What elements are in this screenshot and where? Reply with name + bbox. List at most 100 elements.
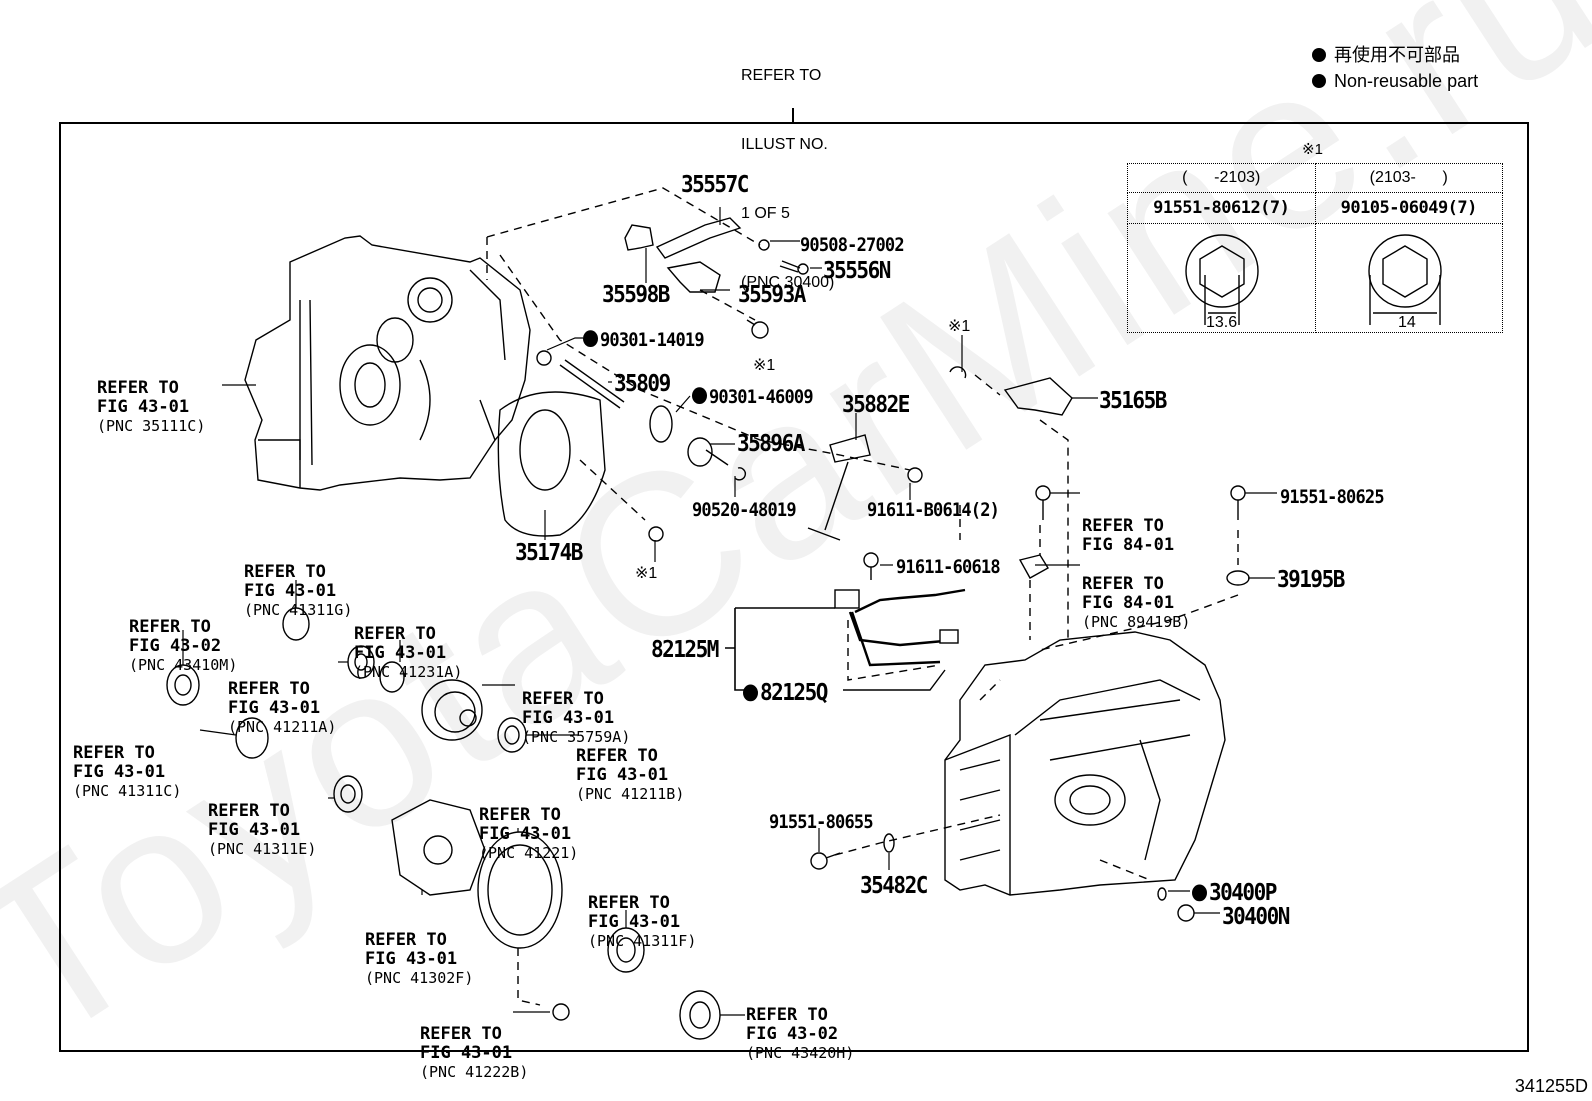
wire-harness-drawing xyxy=(834,588,966,667)
ref-line: REFER TO xyxy=(576,746,658,766)
part-label-91551-80625[interactable]: 91551-80625 xyxy=(1280,486,1385,509)
ref-line: REFER TO xyxy=(1082,516,1164,536)
part-label-30400P[interactable]: 30400P xyxy=(1192,878,1277,906)
part-label-35809[interactable]: 35809 xyxy=(614,369,671,397)
ref-line: REFER TO xyxy=(365,930,447,950)
spec-note-mark: ※1 xyxy=(1302,141,1323,158)
part-label-39195B[interactable]: 39195B xyxy=(1277,565,1345,593)
ref-line: FIG 84-01 xyxy=(1082,593,1175,613)
ref-pnc: (PNC 43410M) xyxy=(129,656,238,674)
illustration-code: 341255D xyxy=(1514,1076,1588,1096)
dimension-label: 14 xyxy=(1398,314,1416,331)
part-number: 30400P xyxy=(1209,878,1277,906)
ref-line: REFER TO xyxy=(746,1005,828,1025)
note-mark: ※1 xyxy=(635,565,658,582)
diagram-frame xyxy=(59,122,1529,1052)
ref-pnc: (PNC 35759A) xyxy=(522,728,631,746)
dimension-label: 13.6 xyxy=(1206,314,1238,331)
ref-line: REFER TO xyxy=(129,617,211,637)
non-reusable-dot-icon xyxy=(1312,74,1326,88)
assembly-guide-lines xyxy=(486,187,1239,1006)
ref-line: FIG 43-01 xyxy=(522,708,615,728)
illust-ref-line: REFER TO xyxy=(741,67,822,84)
differential-parts-drawing xyxy=(166,607,721,1040)
ref-line: FIG 43-01 xyxy=(576,765,669,785)
bolt-spec-table: ( -2103) (2103- ) 91551-80612(7) 90105-0… xyxy=(1127,163,1503,333)
ref-line: REFER TO xyxy=(97,378,179,398)
spec-range-cell: ( -2103) xyxy=(1127,163,1316,193)
note-mark: ※1 xyxy=(753,357,776,374)
ref-line: REFER TO xyxy=(208,801,290,821)
transmission-housing-drawing xyxy=(244,235,531,491)
ref-line: REFER TO xyxy=(588,893,670,913)
part-label-35174B[interactable]: 35174B xyxy=(515,538,583,566)
part-label-35557C[interactable]: 35557C xyxy=(681,170,749,198)
ref-line: FIG 43-01 xyxy=(588,912,681,932)
part-label-82125M[interactable]: 82125M xyxy=(651,635,719,663)
ref-line: REFER TO xyxy=(1082,574,1164,594)
part-label-90508-27002[interactable]: 90508-27002 xyxy=(800,234,905,257)
part-label-35165B[interactable]: 35165B xyxy=(1099,386,1167,414)
ref-line: REFER TO xyxy=(73,743,155,763)
ref-pnc: (PNC 41311F) xyxy=(588,932,697,950)
part-number: 82125Q xyxy=(760,678,828,706)
part-label-82125Q[interactable]: 82125Q xyxy=(743,678,828,706)
ref-line: FIG 43-02 xyxy=(129,636,222,656)
label-leaders xyxy=(182,207,1277,1016)
spec-diagram-cell xyxy=(1127,223,1316,333)
ref-pnc: (PNC 41221) xyxy=(479,844,579,862)
ref-pnc: (PNC 41311E) xyxy=(208,840,317,858)
ref-line: REFER TO xyxy=(420,1024,502,1044)
part-label-91611-B0614[interactable]: 91611-B0614(2) xyxy=(867,499,1000,522)
part-label-35598B[interactable]: 35598B xyxy=(602,280,670,308)
part-label-90520-48019[interactable]: 90520-48019 xyxy=(692,499,797,522)
ref-line: FIG 43-01 xyxy=(73,762,166,782)
part-label-91611-60618[interactable]: 91611-60618 xyxy=(896,556,1001,579)
part-label-35556N[interactable]: 35556N xyxy=(823,256,891,284)
ref-line: REFER TO xyxy=(354,624,436,644)
ref-pnc: (PNC 41231A) xyxy=(354,663,463,681)
ref-pnc: (PNC 41302F) xyxy=(365,969,474,987)
illust-ref-line: (PNC 30400) xyxy=(741,274,835,291)
part-label-90301-46009[interactable]: 90301-46009 xyxy=(692,385,814,410)
part-number: 90301-14019 xyxy=(600,329,705,352)
non-reusable-dot-icon xyxy=(692,387,707,405)
ref-line: REFER TO xyxy=(479,805,561,825)
part-label-30400N[interactable]: 30400N xyxy=(1222,902,1290,930)
ref-line: FIG 84-01 xyxy=(1082,535,1175,555)
part-label-35896A[interactable]: 35896A xyxy=(737,429,805,457)
legend-item-jp: 再使用不可部品 xyxy=(1312,42,1478,68)
spec-part-cell[interactable]: 90105-06049(7) xyxy=(1314,192,1503,224)
ref-line: FIG 43-02 xyxy=(746,1024,839,1044)
ref-pnc: (PNC 41211B) xyxy=(576,785,685,803)
illust-ref-line: ILLUST NO. xyxy=(741,136,828,153)
non-reusable-dot-icon xyxy=(1192,884,1207,902)
part-label-35882E[interactable]: 35882E xyxy=(842,390,910,418)
spec-part-cell[interactable]: 91551-80612(7) xyxy=(1127,192,1316,224)
part-label-91551-80655[interactable]: 91551-80655 xyxy=(769,811,874,834)
part-label-35482C[interactable]: 35482C xyxy=(860,871,928,899)
spec-range-cell: (2103- ) xyxy=(1314,163,1503,193)
ref-line: FIG 43-01 xyxy=(479,824,572,844)
transaxle-case-drawing xyxy=(944,631,1226,896)
part-label-90301-14019[interactable]: 90301-14019 xyxy=(583,328,705,353)
part-label-35593A[interactable]: 35593A xyxy=(738,280,806,308)
non-reusable-dot-icon xyxy=(1312,48,1326,62)
